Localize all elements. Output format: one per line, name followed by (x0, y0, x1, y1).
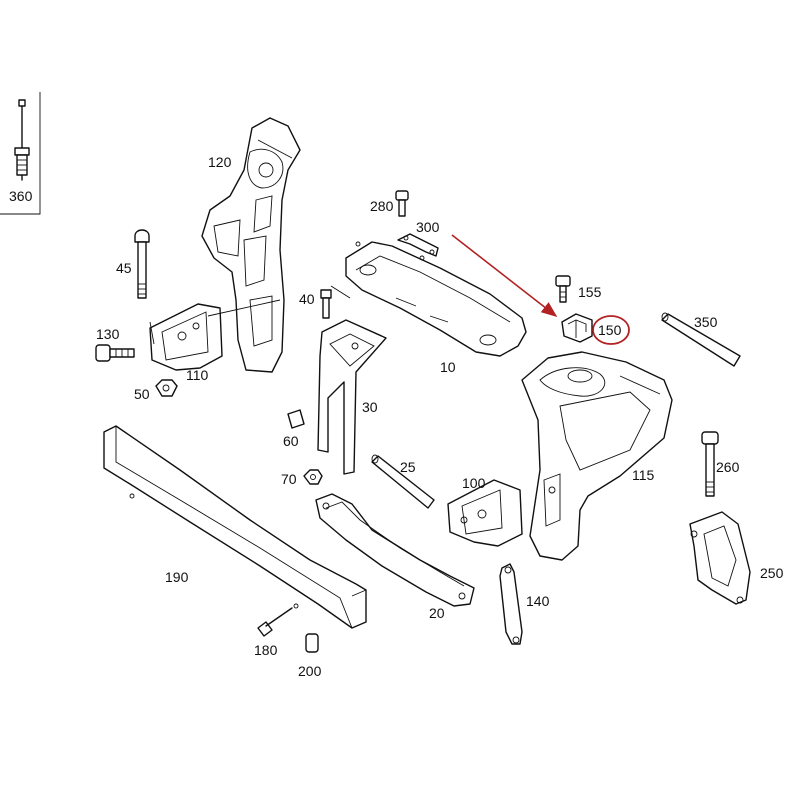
cross-member-upper-10[interactable] (345, 241, 527, 357)
callout-110: 110 (186, 367, 209, 383)
highlight-circle (592, 315, 630, 345)
cross-member-lower-20[interactable] (315, 493, 475, 607)
nut-70[interactable] (303, 469, 323, 485)
callout-60: 60 (283, 433, 299, 449)
bolt-180[interactable] (257, 607, 293, 637)
highlight-arrow (451, 234, 558, 317)
callout-250: 250 (760, 565, 784, 581)
bracket-300[interactable] (397, 233, 439, 257)
bolt-260[interactable] (701, 431, 719, 497)
callout-10: 10 (440, 359, 456, 375)
nut-50[interactable] (155, 379, 178, 397)
callout-50: 50 (134, 386, 150, 402)
callout-40: 40 (299, 291, 315, 307)
callout-45: 45 (116, 260, 132, 276)
bolt-155[interactable] (555, 275, 571, 303)
callout-350: 350 (694, 314, 718, 330)
callout-360: 360 (9, 188, 33, 204)
callout-100: 100 (462, 475, 486, 491)
bracket-left-110[interactable] (149, 299, 281, 371)
spacer-200[interactable] (305, 633, 319, 653)
link-140[interactable] (499, 563, 523, 645)
support-bracket-30[interactable] (317, 319, 387, 475)
bracket-250[interactable] (689, 511, 751, 605)
bolt-45[interactable] (134, 229, 150, 299)
bumper-beam-190[interactable] (103, 425, 367, 629)
bracket-right-100[interactable] (447, 479, 523, 547)
callout-190: 190 (165, 569, 189, 585)
callout-140: 140 (526, 593, 550, 609)
bushing-60[interactable] (287, 409, 305, 429)
callout-30: 30 (362, 399, 378, 415)
bolt-280[interactable] (395, 190, 409, 217)
callout-70: 70 (281, 471, 297, 487)
callout-155: 155 (578, 284, 602, 300)
callout-115: 115 (632, 467, 655, 483)
side-member-left-120[interactable] (201, 117, 301, 373)
callout-120: 120 (208, 154, 232, 170)
bolt-40[interactable] (320, 285, 351, 319)
callout-300: 300 (416, 219, 440, 235)
clip-150[interactable] (561, 313, 593, 343)
tube-25[interactable] (371, 454, 435, 509)
callout-280: 280 (370, 198, 394, 214)
callout-200: 200 (298, 663, 322, 679)
callout-150: 150 (598, 322, 622, 338)
tube-350[interactable] (661, 312, 741, 367)
inset-box-360: 360 (0, 92, 41, 215)
bolt-130[interactable] (95, 344, 135, 362)
callout-260: 260 (716, 459, 740, 475)
callout-25: 25 (400, 459, 416, 475)
callout-180: 180 (254, 642, 278, 658)
side-member-right-115[interactable] (521, 351, 673, 561)
callout-130: 130 (96, 326, 120, 342)
callout-20: 20 (429, 605, 445, 621)
rivet-bolt-360[interactable] (14, 99, 30, 181)
